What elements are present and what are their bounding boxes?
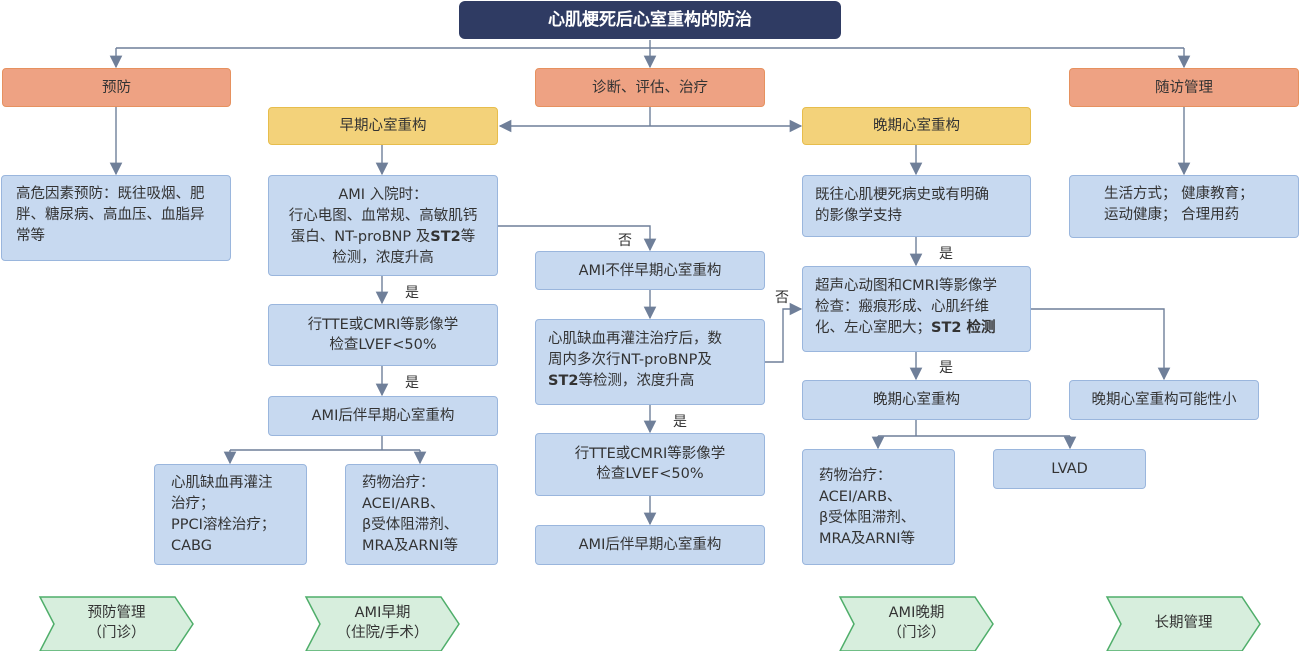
ami-admission-line3c: 等: [460, 229, 476, 245]
followup-line1: 生活方式； 健康教育；: [1104, 186, 1254, 202]
followup-line2: 运动健康； 合理用药: [1104, 207, 1240, 223]
late-remodeling-header: 晚期心室重构: [802, 107, 1031, 145]
tte-early-line1: 行TTE或CMRI等影像学: [307, 317, 459, 333]
yes-label-4: 是: [939, 246, 953, 262]
reperfusion-line1: 心肌缺血再灌注: [171, 475, 273, 491]
phase-label-prevention: 预防管理 （门诊）: [54, 603, 179, 643]
tte-middle-line2: 检查LVEF<50%: [596, 466, 704, 482]
phase-1-line2: （门诊）: [87, 625, 146, 641]
ami-admission-line3a: 蛋白、NT-proBNP 及: [290, 229, 431, 245]
phase-label-ami-late: AMI晚期 （门诊）: [854, 603, 979, 643]
reperf-line3: ST2等检测，浓度升高: [548, 371, 752, 392]
tte-box-middle: 行TTE或CMRI等影像学 检查LVEF<50%: [535, 433, 765, 496]
drug-early-line4: MRA及ARNI等: [362, 538, 459, 554]
reperfusion-followup-box: 心肌缺血再灌注治疗后，数 周内多次行NT-proBNP及 ST2等检测，浓度升高: [535, 319, 765, 405]
yes-label-2: 是: [405, 375, 419, 391]
echo-line3: 化、左心室肥大；ST2 检测: [815, 318, 1018, 339]
echo-line3a: 化、左心室肥大；: [815, 320, 931, 336]
yes-label-5: 是: [939, 360, 953, 376]
ami-no-early-box: AMI不伴早期心室重构: [535, 251, 765, 290]
history-line2: 的影像学支持: [815, 208, 902, 224]
late-remodeling-box: 晚期心室重构: [802, 380, 1031, 420]
mi-history-box: 既往心肌梗死病史或有明确 的影像学支持: [802, 175, 1031, 237]
phase-3-line1: AMI晚期: [888, 605, 945, 621]
ami-admission-line1: AMI 入院时：: [338, 187, 428, 203]
phase-4-line1: 长期管理: [1154, 615, 1213, 631]
phase-chevron-1: [38, 596, 194, 651]
followup-header: 随访管理: [1069, 68, 1299, 107]
reperf-st2: ST2: [548, 373, 579, 389]
drug-late-line4: MRA及ARNI等: [819, 531, 916, 547]
drug-early-line1: 药物治疗：: [362, 475, 435, 491]
phase-chevron-4: [1105, 596, 1261, 651]
echo-line1: 超声心动图和CMRI等影像学: [815, 278, 997, 294]
diagnose-header: 诊断、评估、治疗: [535, 68, 765, 107]
echo-st2: ST2 检测: [931, 320, 996, 336]
phase-3-line2: （门诊）: [887, 625, 946, 641]
yes-label-1: 是: [405, 285, 419, 301]
ami-admission-line4: 检测，浓度升高: [332, 250, 434, 266]
phase-label-ami-early: AMI早期 （住院/手术）: [320, 603, 445, 643]
phase-chevron-2: [304, 596, 460, 651]
echo-line2: 检查：瘢痕形成、心肌纤维: [815, 299, 989, 315]
lvad-box: LVAD: [993, 449, 1146, 489]
reperf-line2: 周内多次行NT-proBNP及: [548, 352, 712, 368]
drug-box-late: 药物治疗： ACEI/ARB、 β受体阻滞剂、 MRA及ARNI等: [802, 449, 955, 565]
reperf-line1: 心肌缺血再灌注治疗后，数: [548, 331, 722, 347]
reperfusion-line4: CABG: [171, 538, 212, 554]
ami-admission-line2: 行心电图、血常规、高敏肌钙: [288, 208, 478, 224]
phase-label-long-term: 长期管理: [1121, 613, 1246, 633]
risk-factor-box: 高危因素预防：既往吸烟、肥胖、糖尿病、高血压、血脂异常等: [1, 175, 231, 261]
reperfusion-line2: 治疗；: [171, 496, 215, 512]
drug-late-line1: 药物治疗：: [819, 468, 892, 484]
reperf-line3b: 等检测，浓度升高: [578, 373, 695, 389]
page-title: 心肌梗死后心室重构的防治: [459, 1, 841, 39]
followup-box: 生活方式； 健康教育； 运动健康； 合理用药: [1069, 175, 1299, 238]
prevent-header: 预防: [2, 68, 231, 107]
history-line1: 既往心肌梗死病史或有明确: [815, 187, 989, 203]
ami-admission-st2: ST2: [430, 229, 461, 245]
late-unlikely-box: 晚期心室重构可能性小: [1069, 380, 1259, 420]
no-label-1: 否: [618, 233, 632, 249]
phase-1-line1: 预防管理: [87, 605, 146, 621]
risk-factor-text: 高危因素预防：既往吸烟、肥胖、糖尿病、高血压、血脂异常等: [16, 186, 205, 244]
reperfusion-box: 心肌缺血再灌注 治疗； PPCI溶栓治疗； CABG: [154, 464, 307, 565]
drug-early-line3: β受体阻滞剂、: [362, 517, 459, 533]
ami-early-remodeling-box-2: AMI后伴早期心室重构: [535, 525, 765, 565]
drug-box-early: 药物治疗： ACEI/ARB、 β受体阻滞剂、 MRA及ARNI等: [345, 464, 498, 565]
no-label-2: 否: [775, 290, 789, 306]
ami-early-remodeling-box: AMI后伴早期心室重构: [268, 396, 498, 436]
ami-admission-box: AMI 入院时： 行心电图、血常规、高敏肌钙 蛋白、NT-proBNP 及ST2…: [268, 175, 498, 276]
tte-box-early: 行TTE或CMRI等影像学 检查LVEF<50%: [268, 304, 498, 366]
phase-2-line2: （住院/手术）: [336, 625, 429, 641]
tte-early-line2: 检查LVEF<50%: [329, 337, 437, 353]
drug-late-line2: ACEI/ARB、: [819, 489, 902, 505]
early-remodeling-header: 早期心室重构: [268, 107, 498, 145]
imaging-exam-box: 超声心动图和CMRI等影像学 检查：瘢痕形成、心肌纤维 化、左心室肥大；ST2 …: [802, 266, 1031, 352]
yes-label-3: 是: [673, 414, 687, 430]
reperfusion-line3: PPCI溶栓治疗；: [171, 517, 276, 533]
ami-admission-line3: 蛋白、NT-proBNP 及ST2等: [273, 227, 493, 248]
phase-chevron-3: [838, 596, 994, 651]
tte-middle-line1: 行TTE或CMRI等影像学: [574, 446, 726, 462]
drug-late-line3: β受体阻滞剂、: [819, 510, 916, 526]
drug-early-line2: ACEI/ARB、: [362, 496, 445, 512]
phase-2-line1: AMI早期: [354, 605, 411, 621]
